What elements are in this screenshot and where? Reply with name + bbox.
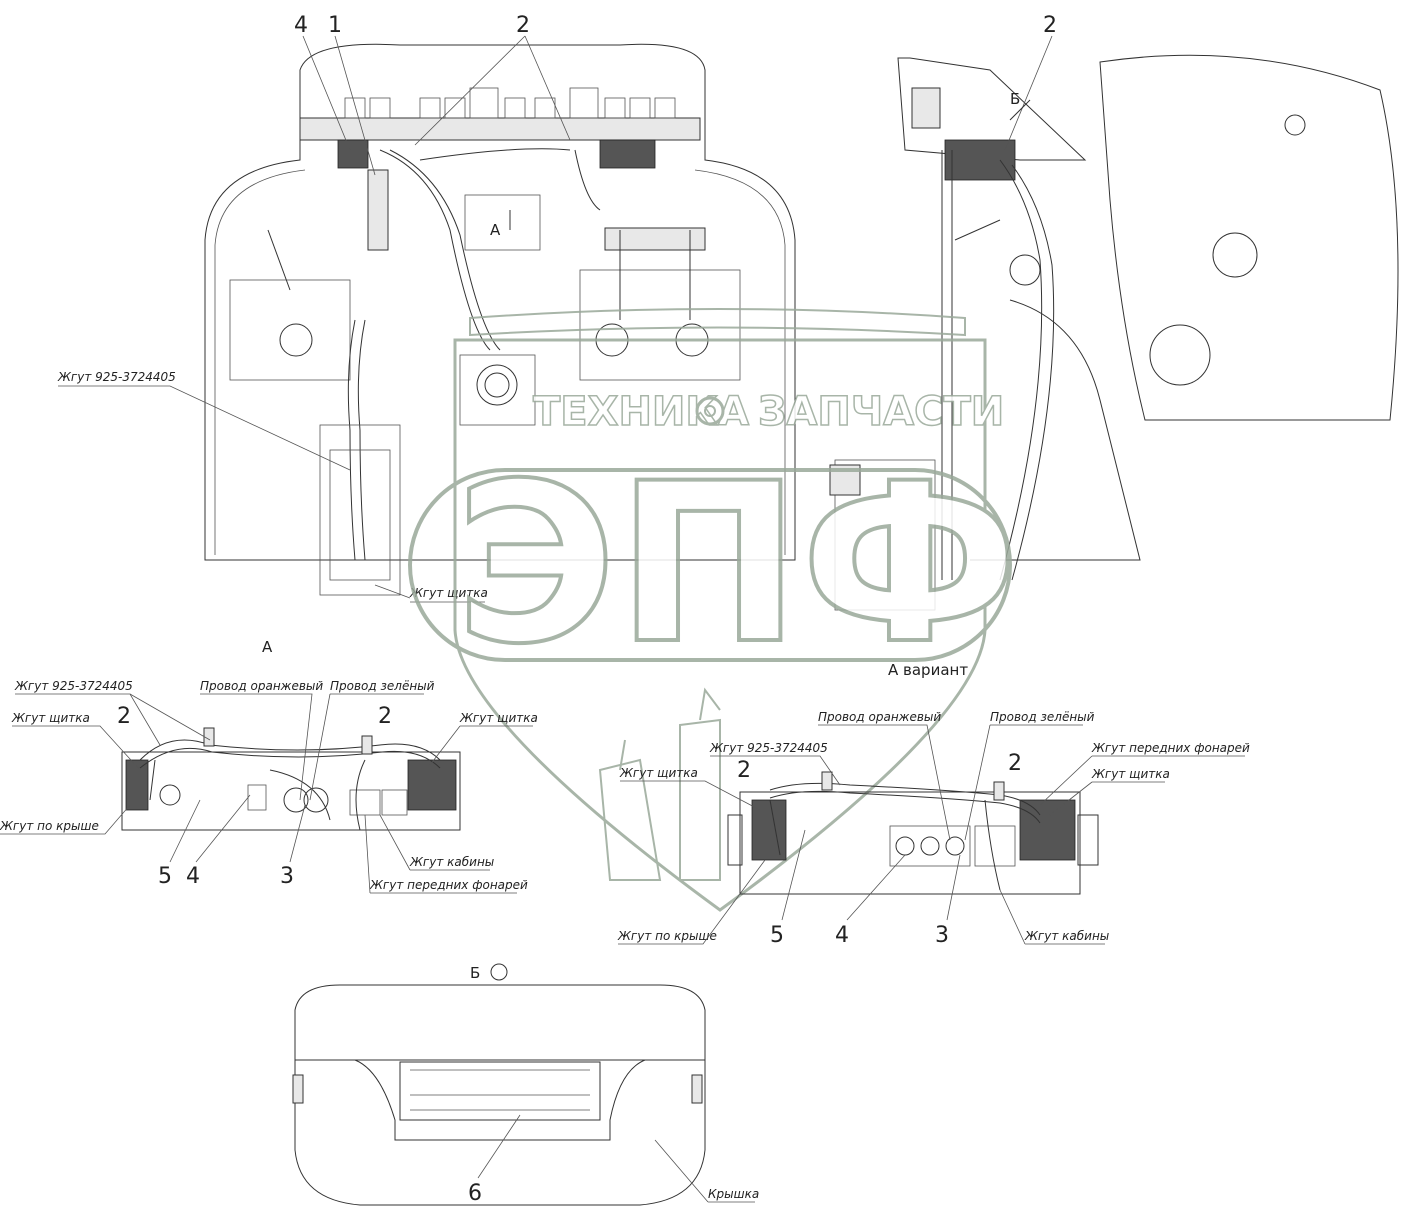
label-harness-main-top: Жгут 925-3724405	[57, 370, 176, 384]
a-label-front-lights: Жгут передних фонарей	[369, 878, 528, 892]
av-label-cabin: Жгут кабины	[1024, 929, 1109, 943]
av-label-wire-orange: Провод оранжевый	[818, 710, 941, 724]
label-panel-harness-top: Жгут щитка	[409, 586, 488, 600]
b-label-cover: Крышка	[708, 1187, 759, 1201]
callout-4-top: 4	[294, 13, 308, 38]
watermark-ears	[598, 687, 721, 881]
av-callout-4: 4	[835, 923, 849, 948]
av-label-wire-green: Провод зелёный	[990, 710, 1095, 724]
view-a: А Жгут 925-3724405 Провод оранжевый Пров…	[0, 638, 538, 894]
view-b: Б Крышка 6	[292, 963, 759, 1206]
view-marker-a: А	[490, 221, 501, 239]
callout-2-top: 2	[516, 13, 530, 38]
a-variant-plate	[739, 791, 1081, 895]
watermark-logo: ЭПФ	[455, 436, 1019, 692]
b-callout-6: 6	[468, 1181, 482, 1206]
a-callout-3: 3	[280, 864, 294, 889]
a-label-wire-orange: Провод оранжевый	[200, 679, 323, 693]
a-label-panel-right: Жгут щитка	[459, 711, 538, 725]
a-label-roof: Жгут по крыше	[0, 819, 99, 833]
a-label-harness-main: Жгут 925-3724405	[14, 679, 133, 693]
a-label-panel-left: Жгут щитка	[11, 711, 90, 725]
a-callout-4: 4	[186, 864, 200, 889]
watermark-zapchasti: ЗАПЧАСТИ	[758, 389, 1004, 435]
view-a-plate	[121, 751, 461, 831]
top-main-view: А 4 1 2 Жгут 925-3724405 Жгут щитка	[57, 13, 796, 603]
av-callout-3: 3	[935, 923, 949, 948]
a-callout-2a: 2	[117, 704, 131, 729]
av-callout-5: 5	[770, 923, 784, 948]
av-callout-2b: 2	[1008, 751, 1022, 776]
a-callout-2b: 2	[378, 704, 392, 729]
av-callout-2a: 2	[737, 758, 751, 783]
av-label-panel-left: Жгут щитка	[619, 766, 698, 780]
callout-1-top: 1	[328, 13, 342, 38]
view-b-title: Б	[470, 964, 480, 982]
gear-icon	[695, 396, 725, 426]
view-a-variant: А вариант Провод оранжевый Провод зелёны…	[617, 661, 1250, 948]
av-label-front-lights: Жгут передних фонарей	[1091, 741, 1250, 755]
av-label-panel-right: Жгут щитка	[1091, 767, 1170, 781]
av-label-roof: Жгут по крыше	[617, 929, 717, 943]
a-callout-5: 5	[158, 864, 172, 889]
watermark-tekhnika: ТЕХНИКА	[533, 389, 749, 435]
view-a-title: А	[262, 638, 273, 656]
top-side-view: 2 Б	[829, 13, 1399, 611]
a-label-wire-green: Провод зелёный	[330, 679, 435, 693]
rotate-icon	[490, 963, 508, 981]
a-variant-title: А вариант	[888, 661, 968, 679]
relay-block	[344, 87, 676, 119]
av-label-harness-main: Жгут 925-3724405	[709, 741, 828, 755]
side-marker-b: Б	[1010, 90, 1020, 108]
a-label-cabin: Жгут кабины	[409, 855, 494, 869]
watermark: ТЕХНИКА ЗАПЧАСТИ ЭПФ	[408, 308, 1021, 912]
callout-2-side: 2	[1043, 13, 1057, 38]
panel-bar	[299, 117, 701, 141]
